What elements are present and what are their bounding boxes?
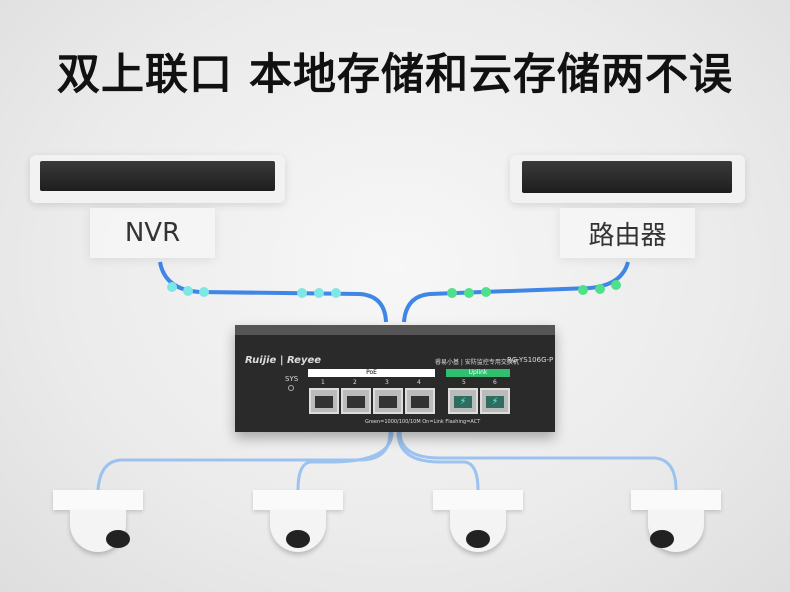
nvr-link-nodes [167, 282, 341, 298]
switch-model: RG-YS106G-P [507, 356, 554, 364]
router-device [510, 155, 745, 203]
camera-3 [428, 490, 528, 560]
camera-2 [248, 490, 348, 560]
ethernet-port-1[interactable] [309, 388, 339, 414]
uplink-port-5[interactable]: ⚡ [448, 388, 478, 414]
uplink-label: Uplink [446, 369, 510, 377]
ethernet-port-2[interactable] [341, 388, 371, 414]
brand-logo: Ruijie | Reyee [245, 355, 322, 366]
port-number: 3 [385, 379, 389, 386]
port-number: 5 [462, 379, 466, 386]
poe-label: PoE [308, 369, 435, 377]
lightning-icon: ⚡ [486, 396, 504, 408]
led-legend: Green=1000/100/10M On=Link Flashing=ACT [365, 419, 481, 425]
nvr-device [30, 155, 285, 203]
port-number: 4 [417, 379, 421, 386]
router-link-nodes [447, 280, 621, 298]
ethernet-port-4[interactable] [405, 388, 435, 414]
port-number: 1 [321, 379, 325, 386]
headline: 双上联口 本地存储和云存储两不误 [57, 50, 733, 100]
port-number: 2 [353, 379, 357, 386]
camera-4 [626, 490, 726, 560]
router-link [402, 261, 630, 323]
poe-switch: Ruijie | Reyee 睿易小基 | 安防监控专用交换机 RG-YS106… [235, 325, 555, 432]
uplink-port-6[interactable]: ⚡ [480, 388, 510, 414]
port-number: 6 [493, 379, 497, 386]
sys-led [288, 385, 294, 391]
lightning-icon: ⚡ [454, 396, 472, 408]
switch-description: 睿易小基 | 安防监控专用交换机 [435, 359, 519, 366]
camera-1 [48, 490, 148, 560]
nvr-link [158, 261, 388, 323]
camera-links [96, 431, 678, 491]
nvr-label: NVR [90, 208, 215, 258]
router-label: 路由器 [560, 208, 695, 258]
ethernet-port-3[interactable] [373, 388, 403, 414]
sys-label: SYS [285, 375, 299, 383]
